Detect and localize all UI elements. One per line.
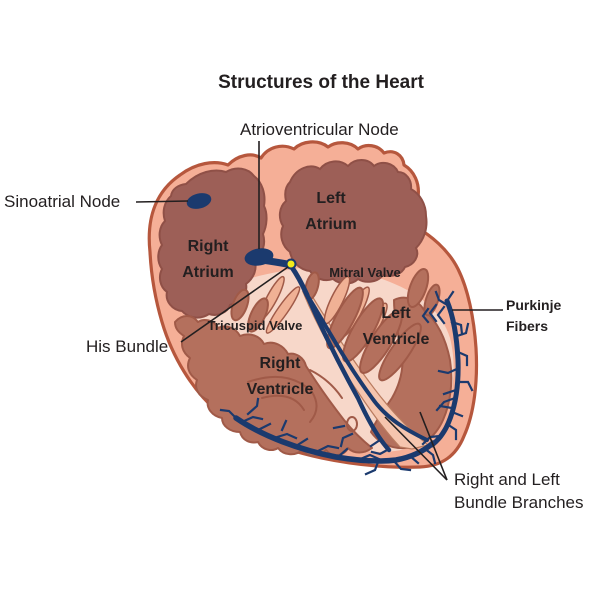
bundle-branches-pointer-line-2	[419, 411, 448, 481]
right-ventricle-shape	[174, 315, 373, 457]
label-bundle-branches-line2: Bundle Branches	[454, 493, 584, 512]
left-atrium-shape	[278, 159, 428, 285]
label-his-bundle: His Bundle	[86, 337, 169, 356]
label-left-ventricle-line1: Left	[381, 305, 411, 322]
label-tricuspid-valve: Tricuspid Valve	[207, 318, 303, 333]
left-bundle-branch	[304, 292, 392, 453]
label-bundle-branches: Right and Left Bundle Branches	[454, 468, 583, 514]
label-right-ventricle-line2: Ventricle	[246, 381, 314, 398]
his-bundle-origin-dot	[285, 258, 297, 270]
label-left-ventricle-line2: Ventricle	[362, 331, 430, 348]
bundle-branches-pointer-line-1	[384, 416, 448, 481]
purkinje-trunk	[429, 298, 461, 448]
label-purkinje-fibers-line2: Fibers	[506, 318, 549, 334]
label-right-atrium: Right Atrium	[182, 234, 234, 286]
label-right-ventricle-line1: Right	[259, 355, 301, 372]
label-left-ventricle: Left Ventricle	[363, 301, 430, 353]
label-right-atrium-line2: Atrium	[182, 264, 234, 281]
muscle-texture	[247, 369, 358, 432]
label-left-atrium-line1: Left	[316, 190, 346, 207]
his-bundle-pointer-line	[180, 266, 289, 343]
label-sinoatrial-node: Sinoatrial Node	[4, 192, 121, 211]
label-left-atrium: Left Atrium	[305, 186, 357, 238]
label-right-atrium-line1: Right	[187, 238, 229, 255]
label-atrioventricular-node: Atrioventricular Node	[240, 120, 399, 139]
label-purkinje-fibers-line1: Purkinje	[506, 297, 562, 313]
sinoatrial-pointer-line	[135, 200, 189, 203]
page-title: Structures of the Heart	[218, 72, 424, 93]
label-left-atrium-line2: Atrium	[305, 216, 357, 233]
conduction-system	[186, 193, 474, 476]
label-right-ventricle: Right Ventricle	[247, 351, 314, 403]
label-mitral-valve: Mitral Valve	[329, 265, 401, 280]
atrioventricular-node-shape	[244, 248, 274, 266]
right-bundle-branch	[305, 293, 429, 442]
label-bundle-branches-line1: Right and Left	[454, 470, 560, 489]
label-purkinje-fibers: Purkinje Fibers	[506, 295, 561, 337]
purkinje-twigs	[219, 290, 474, 476]
pointer-lines	[135, 141, 503, 481]
sinoatrial-node-shape	[186, 193, 212, 209]
